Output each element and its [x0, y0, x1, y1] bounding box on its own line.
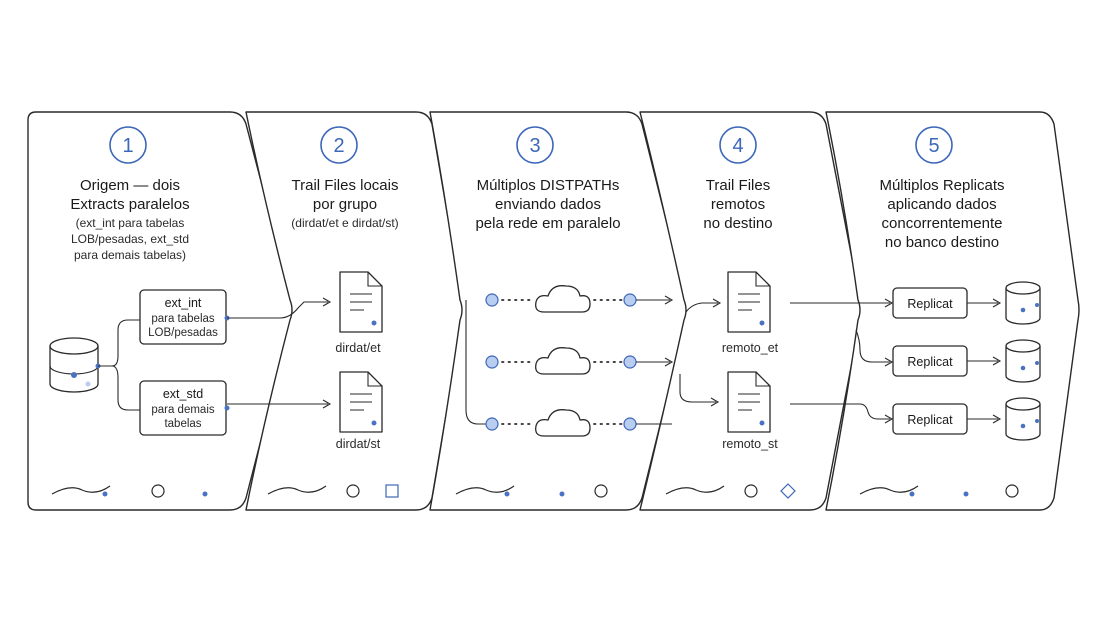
distpath-row-2 [485, 347, 674, 375]
extract-box-ext-std[interactable]: ext_std para demais tabelas [139, 380, 227, 436]
branch-line-bottom [98, 365, 140, 411]
arrow-to-remote-et [685, 302, 718, 313]
stage-2-subtitle-line-1: (dirdat/et e dirdat/st) [291, 216, 398, 230]
stage-2-title-line-1: Trail Files locais [292, 177, 399, 194]
remote-trail-label-et: remoto_et [722, 341, 779, 355]
stage-1-title-line-2: Extracts paralelos [70, 196, 189, 213]
stage-number-5: 5 [915, 126, 953, 164]
stage-4-title-line-1: Trail Files [706, 177, 770, 194]
panel-1-footer-decoration [51, 484, 208, 498]
stage-4-title-line-2: remotos [711, 196, 765, 213]
distpath-row-1 [485, 285, 674, 313]
panel-4-footer-decoration [665, 483, 796, 499]
source-database-icon [49, 337, 99, 393]
svg-text:ext_std: ext_std [163, 387, 203, 401]
local-trail-label-et: dirdat/et [335, 341, 381, 355]
file-icon-dirdat-st [339, 371, 383, 433]
arrow-to-replicat-2 [855, 329, 890, 363]
stage-number-3: 3 [516, 126, 554, 164]
panel-5-footer-decoration [859, 484, 1019, 498]
stage-number-4: 4 [719, 126, 757, 164]
stage-1-subtitle-line-1: (ext_int para tabelas [76, 216, 185, 230]
stage-3-title-line-3: pela rede em paralelo [475, 215, 620, 232]
stage-number-2: 2 [320, 126, 358, 164]
remote-trail-label-st: remoto_st [722, 437, 778, 451]
svg-text:Replicat: Replicat [907, 297, 953, 311]
replicat-box-1[interactable]: Replicat [892, 287, 968, 319]
replicat-box-2[interactable]: Replicat [892, 345, 968, 377]
cloud-icon-3 [535, 409, 591, 437]
stage-5-title-line-4: no banco destino [885, 234, 999, 251]
svg-text:4: 4 [732, 135, 743, 157]
target-database-icon-3 [1005, 397, 1041, 441]
svg-text:ext_int: ext_int [165, 296, 202, 310]
cloud-icon-2 [535, 347, 591, 375]
stage-5-title-line-3: concorrentemente [882, 215, 1003, 232]
stage-1-title-line-1: Origem — dois [80, 177, 180, 194]
svg-text:tabelas: tabelas [164, 418, 201, 430]
file-icon-remoto-st [727, 371, 771, 433]
file-icon-dirdat-et [339, 271, 383, 333]
stage-3-title-line-2: enviando dados [495, 196, 601, 213]
file-icon-remoto-et [727, 271, 771, 333]
stage-5-title-line-2: aplicando dados [887, 196, 996, 213]
stage-3-title-line-1: Múltiplos DISTPATHs [477, 177, 620, 194]
stage-number-1: 1 [109, 126, 147, 164]
target-database-icon-1 [1005, 281, 1041, 325]
arrow-ext-int-to-trail-et [227, 301, 328, 319]
target-database-icon-2 [1005, 339, 1041, 383]
extract-box-ext-int[interactable]: ext_int para tabelas LOB/pesadas [139, 289, 227, 345]
arrow-to-replicat-3 [790, 403, 890, 420]
cloud-icon-1 [535, 285, 591, 313]
svg-text:2: 2 [333, 135, 344, 157]
svg-text:Replicat: Replicat [907, 355, 953, 369]
svg-text:1: 1 [122, 135, 133, 157]
branch-line-top [98, 319, 140, 367]
svg-text:LOB/pesadas: LOB/pesadas [148, 327, 218, 339]
stage-1-subtitle-line-2: LOB/pesadas, ext_std [71, 232, 189, 246]
stage-4-title-line-3: no destino [703, 215, 772, 232]
svg-text:3: 3 [529, 135, 540, 157]
ext-std-output-dot [224, 405, 230, 411]
replicat-box-3[interactable]: Replicat [892, 403, 968, 435]
svg-text:5: 5 [928, 135, 939, 157]
local-trail-label-st: dirdat/st [336, 437, 381, 451]
svg-text:para tabelas: para tabelas [151, 313, 215, 325]
stage-1-subtitle-line-3: para demais tabelas) [74, 248, 186, 262]
panel-3-footer-decoration [455, 484, 608, 498]
svg-text:para demais: para demais [151, 404, 215, 416]
arrow-to-remote-st [679, 374, 716, 403]
distpath-split-line [465, 300, 486, 425]
distpath-row-3 [485, 409, 672, 437]
panel-2-footer-decoration [267, 484, 399, 498]
stage-5-title-line-1: Múltiplos Replicats [879, 177, 1004, 194]
stage-2-title-line-2: por grupo [313, 196, 377, 213]
svg-text:Replicat: Replicat [907, 413, 953, 427]
